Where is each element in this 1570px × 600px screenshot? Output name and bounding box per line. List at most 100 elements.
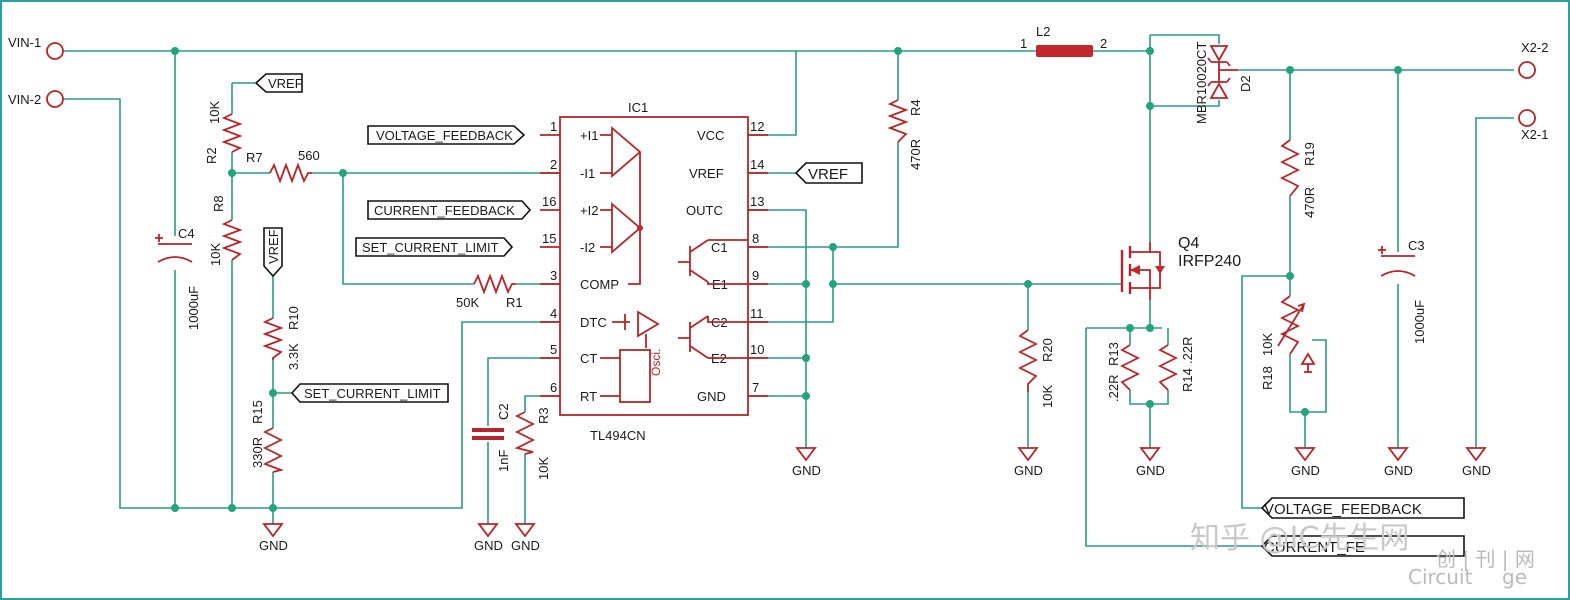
- net-label: SET_CURRENT_LIMIT: [304, 386, 441, 401]
- ic1-pin-num: 7: [752, 380, 759, 395]
- net-voltage-feedback-out: VOLTAGE_FEEDBACK: [1260, 497, 1465, 519]
- resistor-r2[interactable]: 10K R2: [204, 101, 243, 164]
- net-current-feedback-ic: CURRENT_FEEDBACK: [367, 200, 532, 220]
- d2-ref: D2: [1238, 75, 1253, 92]
- net-set-current-limit-ic: SET_CURRENT_LIMIT: [355, 237, 514, 257]
- resistor-r3[interactable]: R3 10K: [514, 407, 551, 480]
- ground-symbols: GND GND GND GND GND GND GND GND: [259, 447, 1491, 553]
- q4-value: IRFP240: [1178, 253, 1241, 270]
- gnd-r18: GND: [1291, 447, 1320, 478]
- r20-ref: R20: [1040, 338, 1055, 362]
- net-vref-top: VREF: [254, 73, 303, 93]
- r10-ref: R10: [286, 306, 301, 330]
- c2-ref: C2: [496, 403, 511, 420]
- ic1-pin-num: 4: [550, 306, 557, 321]
- net-current-feedback-out: CURRENT_FE: [1260, 535, 1465, 557]
- gnd-label: GND: [1384, 463, 1413, 478]
- r10-value: 3.3K: [286, 343, 301, 370]
- d2-value: MBR10020CT: [1194, 42, 1209, 124]
- ic1-pin-num: 12: [750, 119, 764, 134]
- ic1-tl494[interactable]: IC1 TL494CN 1 +I1 2 -I1 16 +I2 15 -I2 3 …: [540, 100, 768, 443]
- connector-vin1-label: VIN-1: [8, 35, 41, 50]
- resistor-r4[interactable]: R4 470R: [887, 99, 923, 170]
- ic1-pin-name: RT: [580, 389, 597, 404]
- watermark-text: 知乎 @IC先生网: [1190, 521, 1409, 556]
- capacitor-c4[interactable]: C4 1000uF: [155, 226, 201, 330]
- net-label: VREF: [808, 166, 848, 183]
- connector-vin2[interactable]: VIN-2: [8, 90, 64, 108]
- r3-value: 10K: [536, 457, 551, 480]
- gnd-r3: GND: [511, 523, 540, 553]
- net-voltage-feedback-ic: VOLTAGE_FEEDBACK: [367, 125, 526, 145]
- capacitor-c3[interactable]: C3 1000uF: [1378, 238, 1427, 344]
- r14-ref: R14: [1180, 368, 1195, 392]
- c3-value: 1000uF: [1412, 300, 1427, 344]
- r1-ref: R1: [506, 295, 523, 310]
- connector-x22-label: X2-2: [1521, 40, 1548, 55]
- connector-vin1[interactable]: VIN-1: [8, 35, 64, 60]
- ic1-pin-num: 1: [550, 119, 557, 134]
- gnd-left: GND: [259, 523, 288, 553]
- gnd-c2: GND: [474, 523, 503, 553]
- net-label: VOLTAGE_FEEDBACK: [376, 128, 513, 143]
- r4-value: 470R: [908, 139, 923, 170]
- ic1-pin-num: 13: [750, 194, 764, 209]
- resistor-r15[interactable]: R15 330R: [250, 400, 285, 473]
- resistor-r20[interactable]: R20 10K: [1017, 329, 1055, 408]
- diode-d2[interactable]: MBR10020CT D2: [1194, 42, 1253, 124]
- potentiometer-r18[interactable]: R18 10K: [1260, 295, 1316, 390]
- ic1-pin-num: 16: [542, 194, 556, 209]
- net-vref-vertical: VREF: [263, 227, 283, 278]
- capacitor-c2[interactable]: C2 1nF: [472, 403, 511, 472]
- ic1-pin-name: CT: [580, 351, 597, 366]
- ic1-part: TL494CN: [590, 428, 646, 443]
- r4-ref: R4: [908, 99, 923, 116]
- l2-ref: L2: [1036, 24, 1050, 39]
- resistor-r8[interactable]: R8 10K: [208, 195, 243, 266]
- c4-ref: C4: [178, 226, 195, 241]
- mosfet-q4[interactable]: Q4 IRFP240: [1120, 235, 1241, 300]
- resistor-r14[interactable]: R14 .22R: [1157, 337, 1195, 392]
- net-label: SET_CURRENT_LIMIT: [362, 240, 499, 255]
- ic1-pin-name: +I2: [580, 203, 598, 218]
- resistor-r7[interactable]: R7 560: [246, 148, 320, 184]
- inductor-l2[interactable]: L2 1 2: [1020, 24, 1107, 57]
- r15-ref: R15: [250, 400, 265, 424]
- watermark-text: ge: [1502, 565, 1527, 589]
- connector-x21[interactable]: X2-1: [1518, 109, 1548, 142]
- watermark: 知乎 @IC先生网 Circuit ge 创 | 刊 | 网: [1190, 521, 1535, 589]
- ic1-pin-name: COMP: [580, 277, 619, 292]
- net-label: CURRENT_FEEDBACK: [374, 203, 515, 218]
- connector-x22[interactable]: X2-2: [1518, 40, 1548, 79]
- r8-ref: R8: [211, 195, 226, 212]
- gnd-x21: GND: [1462, 447, 1491, 478]
- r19-ref: R19: [1302, 142, 1317, 166]
- r13-ref: R13: [1106, 342, 1121, 366]
- gnd-r20: GND: [1014, 447, 1043, 478]
- ic1-pin-num: 11: [750, 306, 764, 321]
- ic1-pin-num: 9: [752, 268, 759, 283]
- net-label: VOLTAGE_FEEDBACK: [1264, 501, 1422, 518]
- r2-ref: R2: [204, 147, 219, 164]
- watermark-text: 创 | 刊 | 网: [1436, 547, 1535, 571]
- net-vref-ic: VREF: [794, 162, 863, 184]
- c2-value: 1nF: [496, 450, 511, 472]
- resistor-r1[interactable]: 50K R1: [456, 273, 523, 310]
- resistor-r10[interactable]: R10 3.3K: [262, 306, 301, 370]
- net-set-current-limit-r15: SET_CURRENT_LIMIT: [290, 383, 449, 403]
- gnd-label: GND: [792, 463, 821, 478]
- r19-value: 470R: [1302, 187, 1317, 218]
- ic1-pin-num: 10: [750, 342, 764, 357]
- resistor-r13[interactable]: R13 .22R: [1106, 342, 1141, 402]
- gnd-label: GND: [511, 538, 540, 553]
- resistor-r19[interactable]: R19 470R: [1279, 139, 1317, 218]
- r7-ref: R7: [246, 150, 263, 165]
- ic1-pin-num: 8: [752, 231, 759, 246]
- ic1-pin-num: 14: [750, 157, 764, 172]
- gnd-label: GND: [1136, 463, 1165, 478]
- connector-x21-label: X2-1: [1521, 127, 1548, 142]
- net-label: VREF: [268, 76, 303, 91]
- ic1-pin-name: DTC: [580, 315, 607, 330]
